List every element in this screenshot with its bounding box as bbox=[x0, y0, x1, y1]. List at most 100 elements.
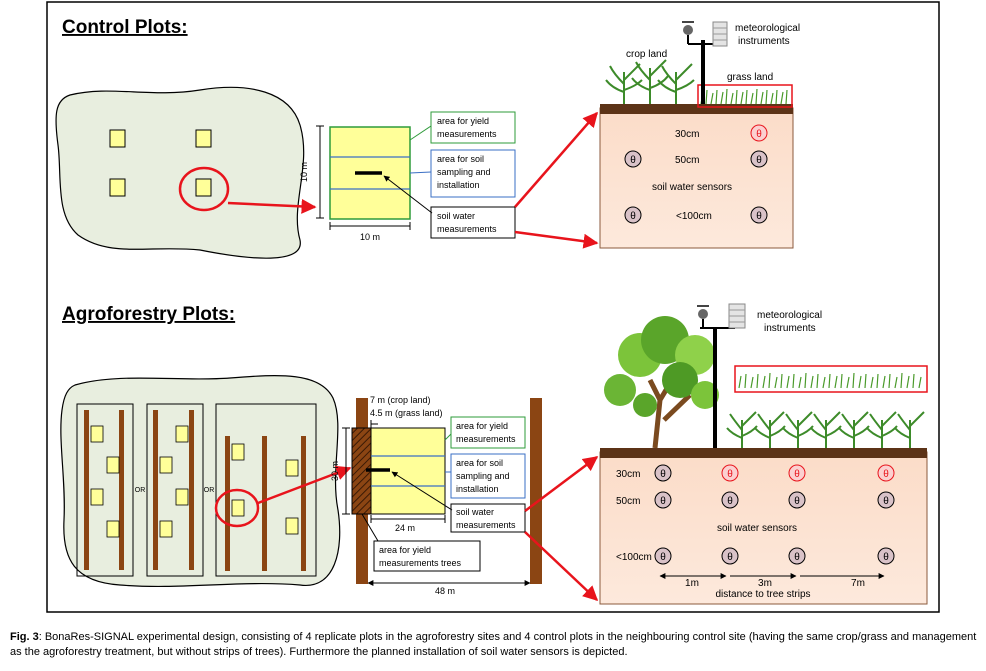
control-profile-arrow bbox=[514, 111, 598, 208]
control-plot bbox=[195, 129, 212, 148]
control-heading: Control Plots: bbox=[62, 17, 188, 38]
theta-sensor: θ bbox=[727, 469, 733, 480]
tree-strip bbox=[189, 410, 194, 570]
tree-strip bbox=[153, 410, 158, 570]
agro-total-width: 48 m bbox=[435, 586, 455, 596]
theta-sensor: θ bbox=[756, 155, 762, 166]
agro-soil-label: area for soil bbox=[456, 458, 503, 468]
grass-strip bbox=[738, 372, 922, 389]
distance-1m: 1m bbox=[685, 578, 699, 589]
control-meteo-label: instruments bbox=[738, 36, 790, 47]
agro-meteo-label: instruments bbox=[764, 323, 816, 334]
control-grass-box bbox=[697, 84, 793, 108]
control-sensor-label-box bbox=[430, 206, 516, 239]
agro-theta-sensors: θ θ θ θ θ θ θ θ θ θ θ θ bbox=[654, 464, 895, 565]
distance-3m: 3m bbox=[758, 578, 772, 589]
tree-yield-label: area for yield bbox=[379, 545, 431, 555]
agro-soil-label: sampling and bbox=[456, 471, 510, 481]
anemometer-icon bbox=[683, 25, 693, 35]
control-yield-label: measurements bbox=[437, 129, 497, 139]
agro-dim-horizontal: 24 m bbox=[395, 523, 415, 533]
tree-strip bbox=[119, 410, 124, 570]
agro-profile-arrow bbox=[524, 456, 599, 512]
agro-yield-label-box bbox=[450, 416, 526, 449]
tree-strip bbox=[301, 436, 306, 571]
theta-sensor: θ bbox=[794, 496, 800, 507]
control-plot bbox=[109, 129, 126, 148]
agro-meteo-label: meteorological bbox=[757, 310, 822, 321]
agro-sensor-label: measurements bbox=[456, 520, 516, 530]
agro-selected-plot-circle bbox=[214, 488, 260, 528]
control-plot bbox=[109, 178, 126, 197]
agro-sensor-label: soil water bbox=[456, 507, 494, 517]
control-dim-horizontal: 10 m bbox=[360, 232, 380, 242]
agro-soil-label-box bbox=[450, 453, 526, 499]
control-yield-label: area for yield bbox=[437, 116, 489, 126]
tree-yield-label-box bbox=[373, 540, 481, 572]
theta-sensor: θ bbox=[727, 496, 733, 507]
control-profile-arrow bbox=[514, 230, 599, 249]
control-depth-100: <100cm bbox=[676, 211, 712, 222]
crop-plants bbox=[726, 411, 925, 448]
control-theta-sensors: θ θ θ θ θ bbox=[624, 124, 768, 224]
agro-layout-option bbox=[215, 403, 317, 577]
tree-icon bbox=[604, 316, 719, 449]
agro-layout-option bbox=[146, 403, 204, 577]
strip-width-crop: 7 m (crop land) bbox=[370, 395, 431, 405]
control-plot bbox=[195, 178, 212, 197]
agro-sensor-label-box bbox=[450, 503, 526, 533]
theta-sensor: θ bbox=[756, 211, 762, 222]
theta-sensor: θ bbox=[630, 155, 636, 166]
agro-heading: Agroforestry Plots: bbox=[62, 304, 235, 325]
distance-7m: 7m bbox=[851, 578, 865, 589]
figure-caption: Fig. 3: BonaRes-SIGNAL experimental desi… bbox=[10, 630, 980, 660]
theta-sensor: θ bbox=[794, 552, 800, 563]
control-sensors-caption: soil water sensors bbox=[652, 182, 732, 193]
tree-strip bbox=[262, 436, 267, 571]
agro-soil-label: installation bbox=[456, 484, 499, 494]
control-depth-50: 50cm bbox=[675, 155, 699, 166]
agro-depth-50: 50cm bbox=[616, 496, 640, 507]
theta-sensor: θ bbox=[630, 211, 636, 222]
figure-label: Fig. 3 bbox=[10, 631, 39, 643]
svg-text:7 m (crop land)4.5 m (grass la: 7 m (crop land) 4.5 m (grass land) bbox=[370, 395, 443, 418]
theta-sensor: θ bbox=[883, 469, 889, 480]
tree-strip bbox=[84, 410, 89, 570]
tree-strip-large bbox=[530, 398, 542, 584]
control-soil-label: area for soil bbox=[437, 154, 484, 164]
agro-depth-30: 30cm bbox=[616, 469, 640, 480]
agro-depth-100: <100cm bbox=[616, 552, 652, 563]
control-sensor-label: measurements bbox=[437, 224, 497, 234]
theta-sensor: θ bbox=[660, 469, 666, 480]
agro-sensors-caption: soil water sensors bbox=[717, 523, 797, 534]
control-soil-label: sampling and bbox=[437, 167, 491, 177]
crop-plants bbox=[605, 59, 695, 104]
crop-land-label: crop land bbox=[626, 49, 667, 60]
agro-yield-label: area for yield bbox=[456, 421, 508, 431]
strip-width-grass: 4.5 m (grass land) bbox=[370, 408, 443, 418]
agro-grass-box bbox=[734, 365, 928, 393]
agro-dim-vertical: 30 m bbox=[330, 461, 340, 481]
control-dim-vertical: 10 m bbox=[299, 162, 309, 182]
agro-field-blob bbox=[60, 375, 341, 588]
anemometer-icon bbox=[698, 309, 708, 319]
caption-text: : BonaRes-SIGNAL experimental design, co… bbox=[10, 631, 977, 658]
control-depth-30: 30cm bbox=[675, 129, 699, 140]
agro-yield-label: measurements bbox=[456, 434, 516, 444]
tree-yield-label: measurements trees bbox=[379, 558, 462, 568]
tree-strip bbox=[225, 436, 230, 571]
theta-sensor: θ bbox=[794, 469, 800, 480]
theta-sensor: θ bbox=[660, 552, 666, 563]
control-soil-label: installation bbox=[437, 180, 480, 190]
agro-soil-profile bbox=[599, 451, 928, 605]
or-label: OR bbox=[204, 487, 215, 494]
distance-caption: distance to tree strips bbox=[715, 589, 810, 600]
